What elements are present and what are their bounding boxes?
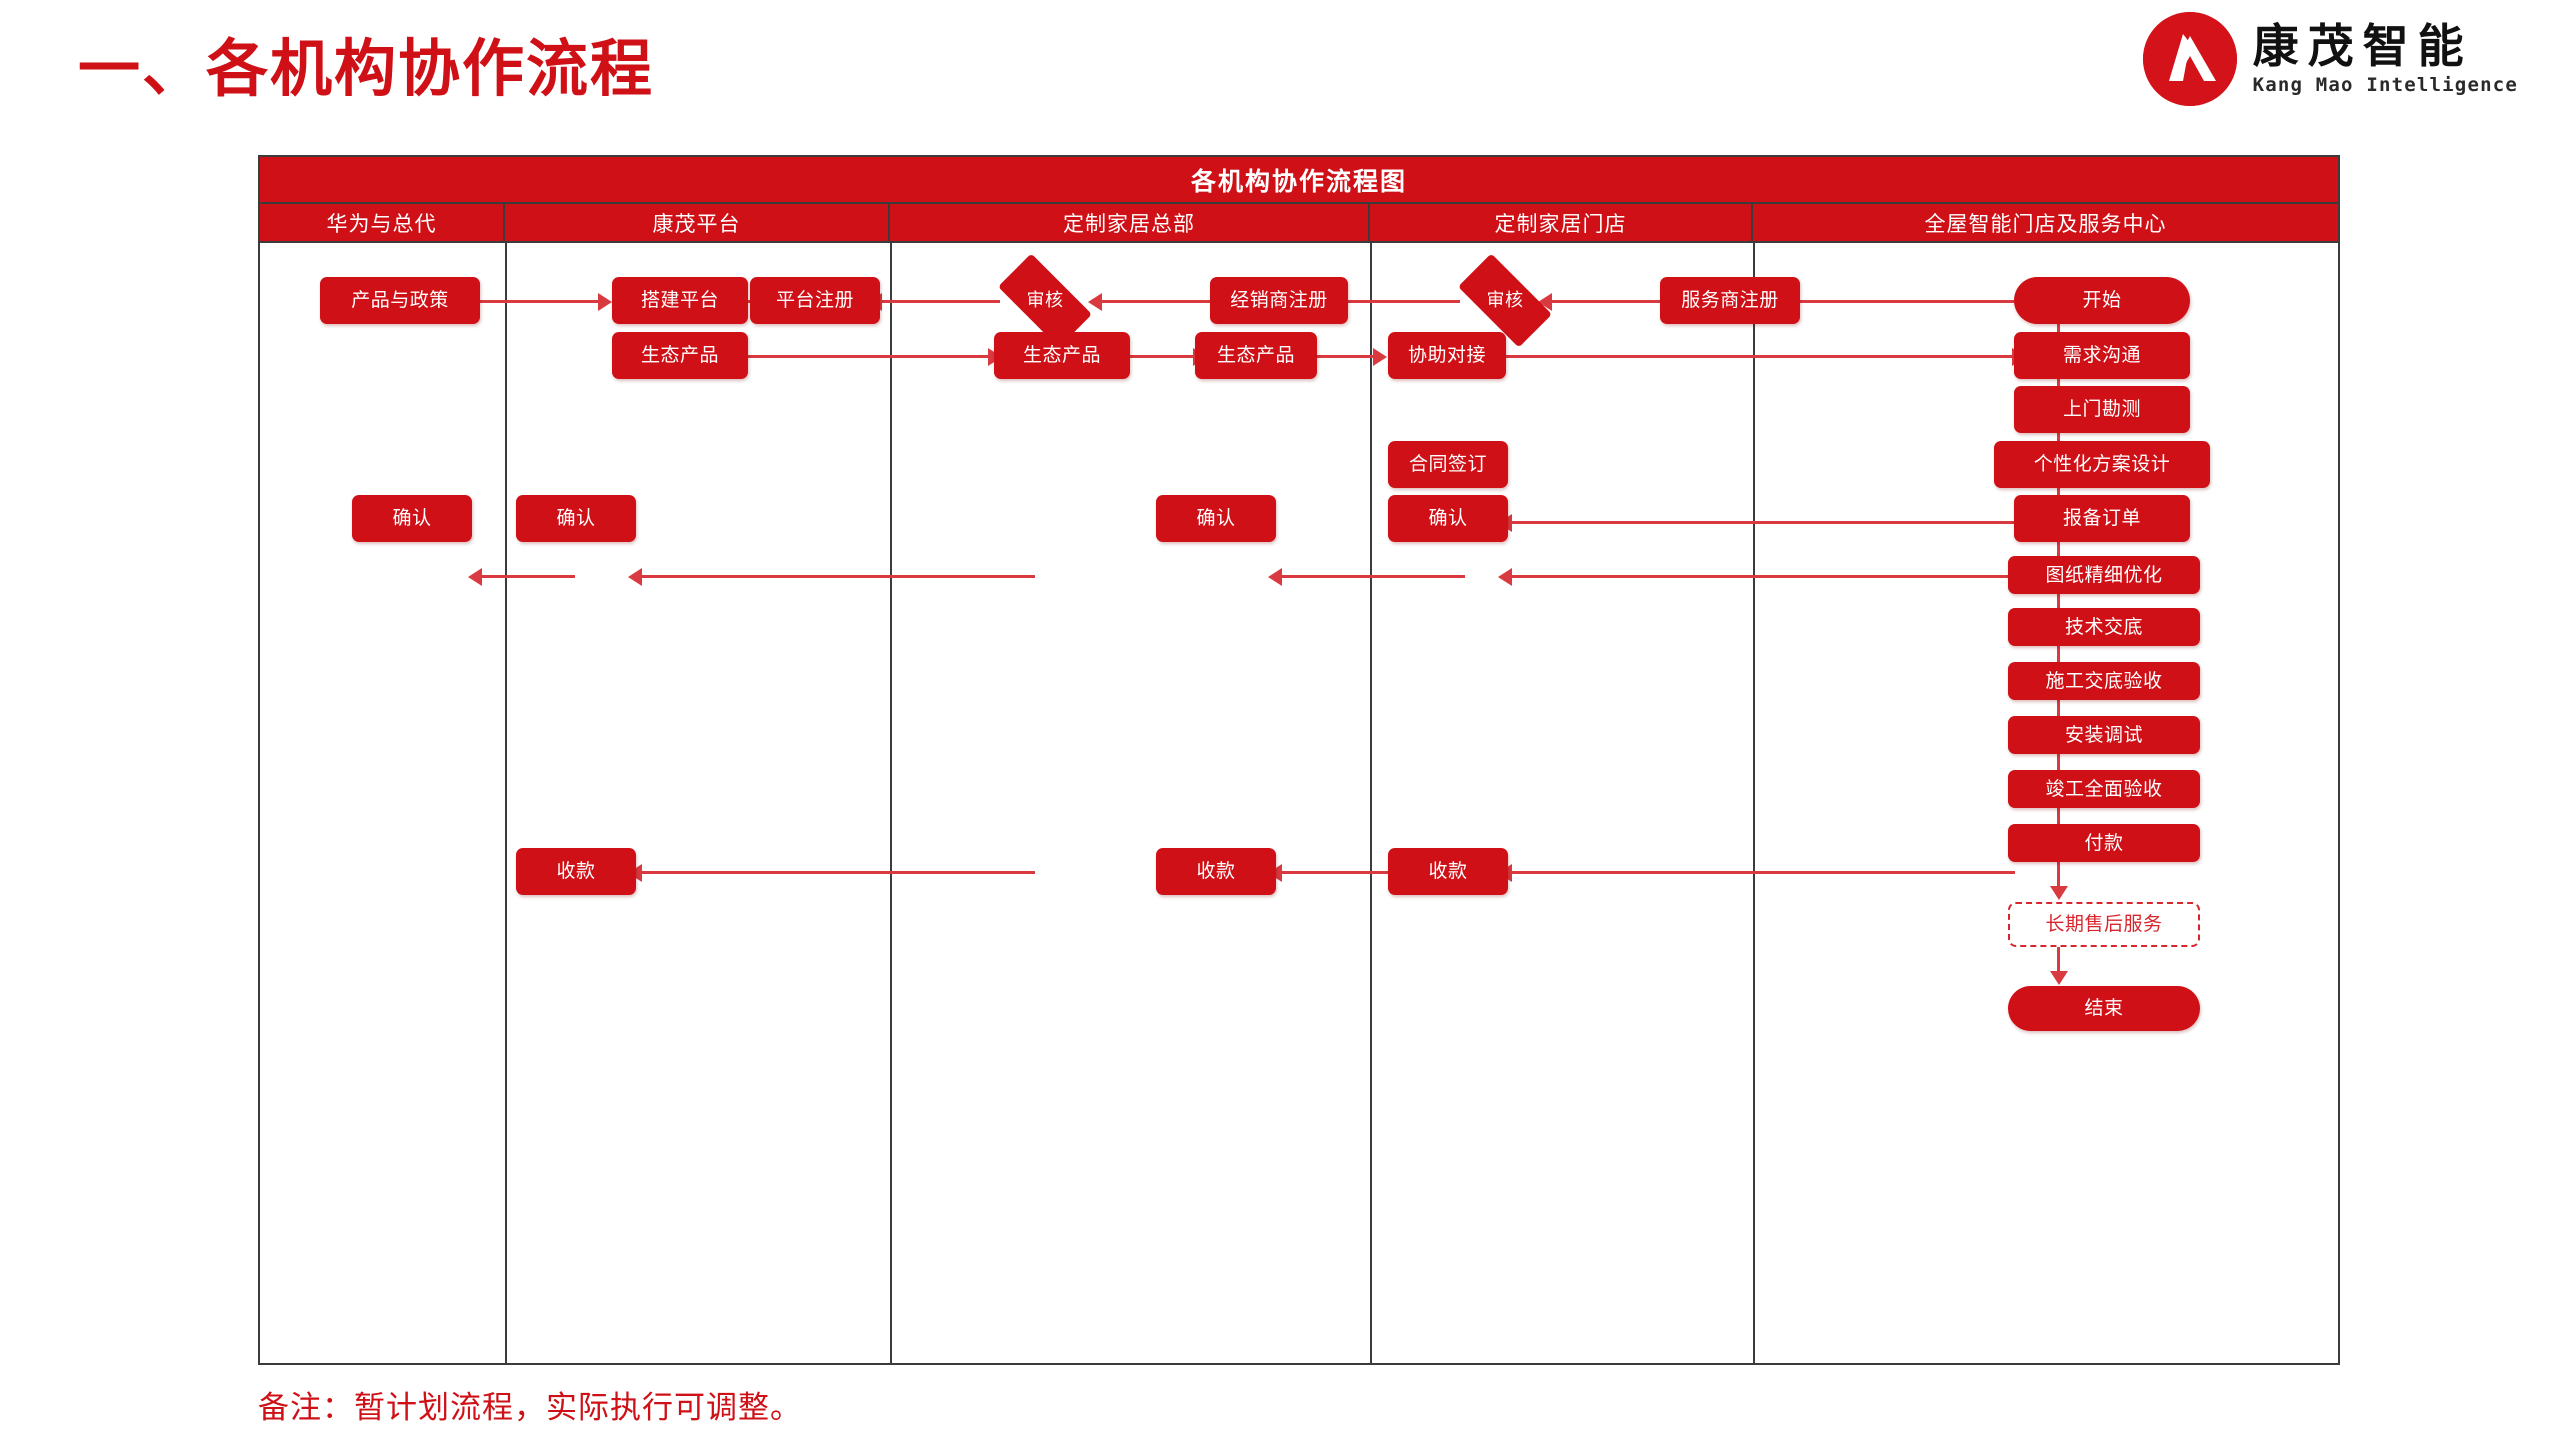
node-build-platform[interactable]: 搭建平台 [612, 277, 748, 324]
node-eco-product-kangmao[interactable]: 生态产品 [612, 332, 748, 379]
node-audit-hq[interactable]: 审核 [997, 253, 1093, 348]
node-eco-product-hq[interactable]: 生态产品 [994, 332, 1130, 379]
edge-dealer-to-audit1 [1100, 300, 1210, 303]
edge-arrow-pay-down [2050, 886, 2068, 900]
node-confirm-store[interactable]: 确认 [1388, 495, 1508, 542]
edge-arrow-confirm1-left [468, 568, 482, 586]
node-receive-payment-store[interactable]: 收款 [1388, 848, 1508, 895]
flowchart-banner-title: 各机构协作流程图 [260, 157, 2338, 204]
node-report-order[interactable]: 报备订单 [2014, 495, 2190, 542]
brand-name-cn: 康茂智能 [2252, 18, 2473, 73]
node-confirm-huawei[interactable]: 确认 [352, 495, 472, 542]
node-product-policy[interactable]: 产品与政策 [320, 277, 480, 324]
edge-receive2-to-receive1 [640, 871, 1035, 874]
edge-start-to-servicer [1792, 300, 2014, 303]
edge-arrow-confirm4-left [1498, 568, 1512, 586]
edge-audit1-to-reg [880, 300, 1000, 303]
edge-tech-down [2057, 646, 2060, 676]
brand-text: 康茂智能 Kang Mao Intelligence [2252, 18, 2518, 97]
edge-assist-to-demand [1505, 355, 2014, 358]
edge-arrow-assist [1373, 348, 1387, 366]
node-installation-debug[interactable]: 安装调试 [2008, 716, 2200, 754]
edge-servicer-to-audit2 [1550, 300, 1660, 303]
column-header-store: 定制家居门店 [1370, 204, 1753, 241]
node-start[interactable]: 开始 [2014, 277, 2190, 324]
edge-arrow-service-down [2050, 971, 2068, 985]
edge-confirm3-to-confirm2 [640, 575, 1035, 578]
flowchart-table: 各机构协作流程图 华为与总代 康茂平台 定制家居总部 定制家居门店 全屋智能门店… [258, 155, 2340, 1365]
edge-eco3-to-assist [1317, 355, 1375, 358]
page-title: 一、各机构协作流程 [78, 32, 655, 105]
node-long-term-service[interactable]: 长期售后服务 [2008, 902, 2200, 947]
edge-pay-down [2057, 862, 2060, 892]
column-header-smarthome: 全屋智能门店及服务中心 [1924, 211, 2167, 236]
brand-name-en: Kang Mao Intelligence [2252, 74, 2518, 97]
edge-confirm2-to-confirm1 [480, 575, 575, 578]
edge-drawing-down [2057, 594, 2060, 614]
node-contract-signing[interactable]: 合同签订 [1388, 441, 1508, 488]
column-header-kangmao: 康茂平台 [505, 204, 890, 241]
footer-note: 备注：暂计划流程，实际执行可调整。 [258, 1390, 802, 1426]
edge-install-down [2057, 754, 2060, 784]
node-confirm-kangmao[interactable]: 确认 [516, 495, 636, 542]
column-divider-4 [1753, 243, 1755, 1363]
node-receive-payment-kangmao[interactable]: 收款 [516, 848, 636, 895]
node-audit-store[interactable]: 审核 [1457, 253, 1553, 348]
node-dealer-register[interactable]: 经销商注册 [1210, 277, 1348, 324]
node-assist-docking[interactable]: 协助对接 [1388, 332, 1506, 379]
node-drawing-optimization[interactable]: 图纸精细优化 [2008, 556, 2200, 594]
node-receive-payment-hq[interactable]: 收款 [1156, 848, 1276, 895]
edge-arrow-audit1-left [1088, 293, 1102, 311]
node-final-acceptance[interactable]: 竣工全面验收 [2008, 770, 2200, 808]
node-confirm-hq[interactable]: 确认 [1156, 495, 1276, 542]
node-construction-acceptance[interactable]: 施工交底验收 [2008, 662, 2200, 700]
edge-pay-to-receive3 [1510, 871, 2015, 874]
edge-audit2-to-dealer [1345, 300, 1460, 303]
node-technical-disclosure[interactable]: 技术交底 [2008, 608, 2200, 646]
edge-eco1-to-eco2 [690, 355, 990, 358]
flowchart-column-headers: 华为与总代 康茂平台 定制家居总部 定制家居门店 全屋智能门店及服务中心 [260, 204, 2338, 243]
node-platform-register[interactable]: 平台注册 [750, 277, 880, 324]
column-divider-1 [505, 243, 507, 1363]
edge-accept-down [2057, 808, 2060, 838]
node-servicer-register[interactable]: 服务商注册 [1660, 277, 1800, 324]
edge-product-to-platform [480, 300, 600, 303]
column-divider-3 [1370, 243, 1372, 1363]
kangmao-circle-logo-icon [2142, 12, 2237, 106]
edge-arrow-confirm2-left [628, 568, 642, 586]
node-custom-design[interactable]: 个性化方案设计 [1994, 441, 2210, 488]
brand-logo: 康茂智能 Kang Mao Intelligence [2142, 12, 2518, 106]
edge-order-to-confirm4 [1510, 575, 2015, 578]
edge-confirm4-to-confirm3 [1280, 575, 1465, 578]
node-end[interactable]: 结束 [2008, 986, 2200, 1031]
edge-arrow-to-platform [598, 293, 612, 311]
edge-arrow-confirm3-left [1268, 568, 1282, 586]
edge-eco2-to-eco3 [1130, 355, 1195, 358]
node-eco-product-store[interactable]: 生态产品 [1195, 332, 1317, 379]
column-header-hq: 定制家居总部 [890, 204, 1370, 241]
edge-construct-down [2057, 700, 2060, 730]
edge-design-to-contract [1510, 521, 2015, 524]
node-site-survey[interactable]: 上门勘测 [2014, 386, 2190, 433]
node-demand-communication[interactable]: 需求沟通 [2014, 332, 2190, 379]
column-divider-2 [890, 243, 892, 1363]
edge-service-down [2057, 947, 2060, 977]
node-payment[interactable]: 付款 [2008, 824, 2200, 862]
edge-receive3-to-receive2 [1280, 871, 1465, 874]
column-header-huawei: 华为与总代 [260, 204, 505, 241]
